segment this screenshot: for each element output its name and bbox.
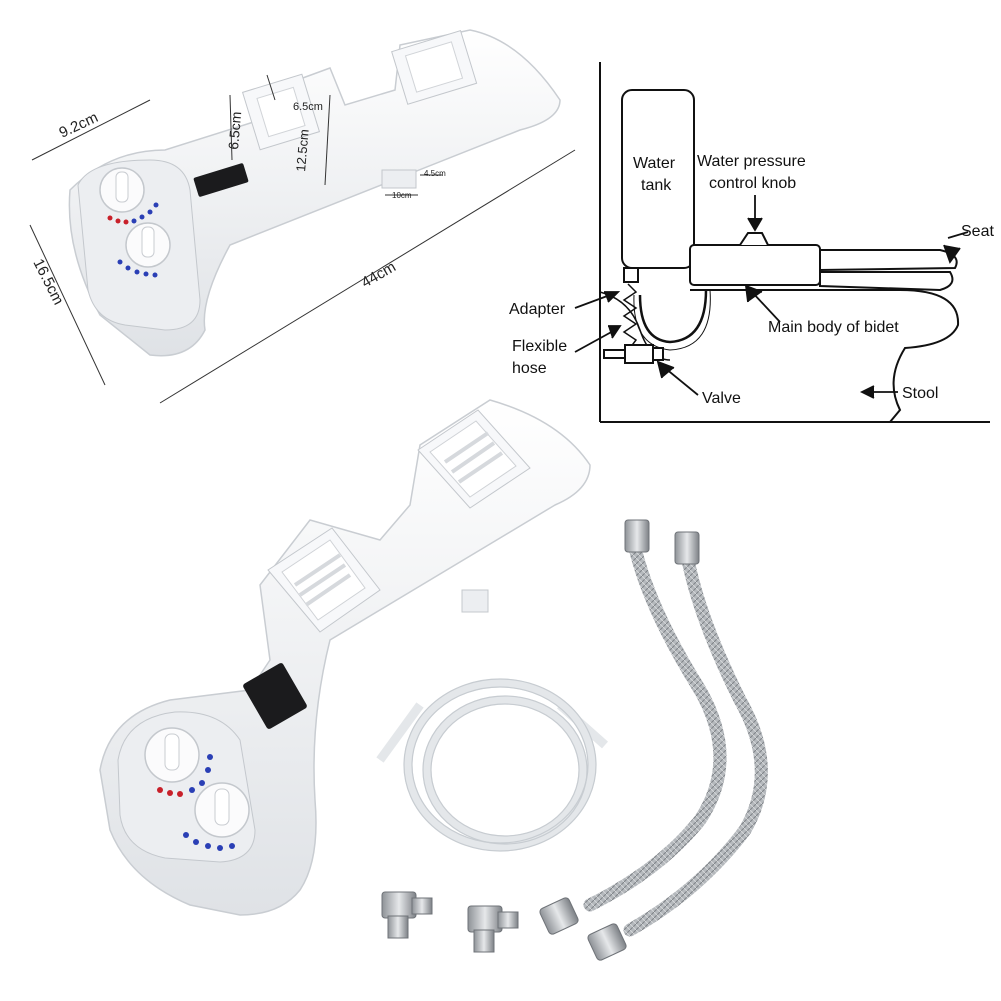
dim-44cm: 44cm [359,258,399,291]
slot-left [241,73,321,151]
label-knob-1: Water pressure [697,153,806,170]
dimension-lines [29,74,576,404]
slot-front [267,527,381,633]
label-water-tank-1: Water [633,155,676,172]
nozzle-mount [381,169,417,189]
dial-dots-large [157,754,235,851]
knob-lower [125,222,171,268]
braided-hose-right [587,531,768,961]
label-adapter: Adapter [509,301,566,318]
bidet-top-view: 9.2cm 16.5cm 44cm 6.5cm 6.5cm 12.5cm 4.5… [29,29,576,404]
nozzle-housing [461,589,489,613]
dim-12-5cm: 12.5cm [293,128,312,172]
knob-lower-large [194,782,250,838]
label-water-tank-2: tank [641,177,672,194]
t-adapter-left [381,891,433,939]
label-hose-1: Flexible [512,338,567,355]
water-tank-shape [621,89,695,269]
bidet-body-shape [689,244,821,286]
dim-6-5cm-width: 6.5cm [293,101,323,113]
dim-16-5cm: 16.5cm [29,256,66,308]
toilet-bowl-shape [690,289,960,423]
label-seat: Seat [961,223,994,240]
display-window [193,163,249,197]
toilet-install-diagram [574,62,990,423]
label-knob-2: control knob [709,175,796,192]
label-stool: Stool [902,385,938,402]
dim-10cm: 10cm [392,191,412,200]
bidet-perspective-view [99,399,591,916]
dim-6-5cm-height: 6.5cm [225,111,244,150]
label-valve: Valve [702,390,741,407]
dial-dots [107,202,159,278]
label-hose-2: hose [512,360,547,377]
seat-shape [819,249,958,292]
label-main-body: Main body of bidet [768,319,899,336]
diagram-labels: Water tank Water pressure control knob S… [509,153,994,407]
display-window-large [243,663,307,729]
water-tube-coil [376,678,608,852]
knob-upper [99,167,145,213]
braided-hose-left [539,519,727,935]
slot-back [417,409,531,509]
t-adapter-right [467,905,519,953]
dim-4-5cm: 4.5cm [424,169,446,178]
knob-upper-large [144,727,200,783]
slot-right [391,30,478,105]
